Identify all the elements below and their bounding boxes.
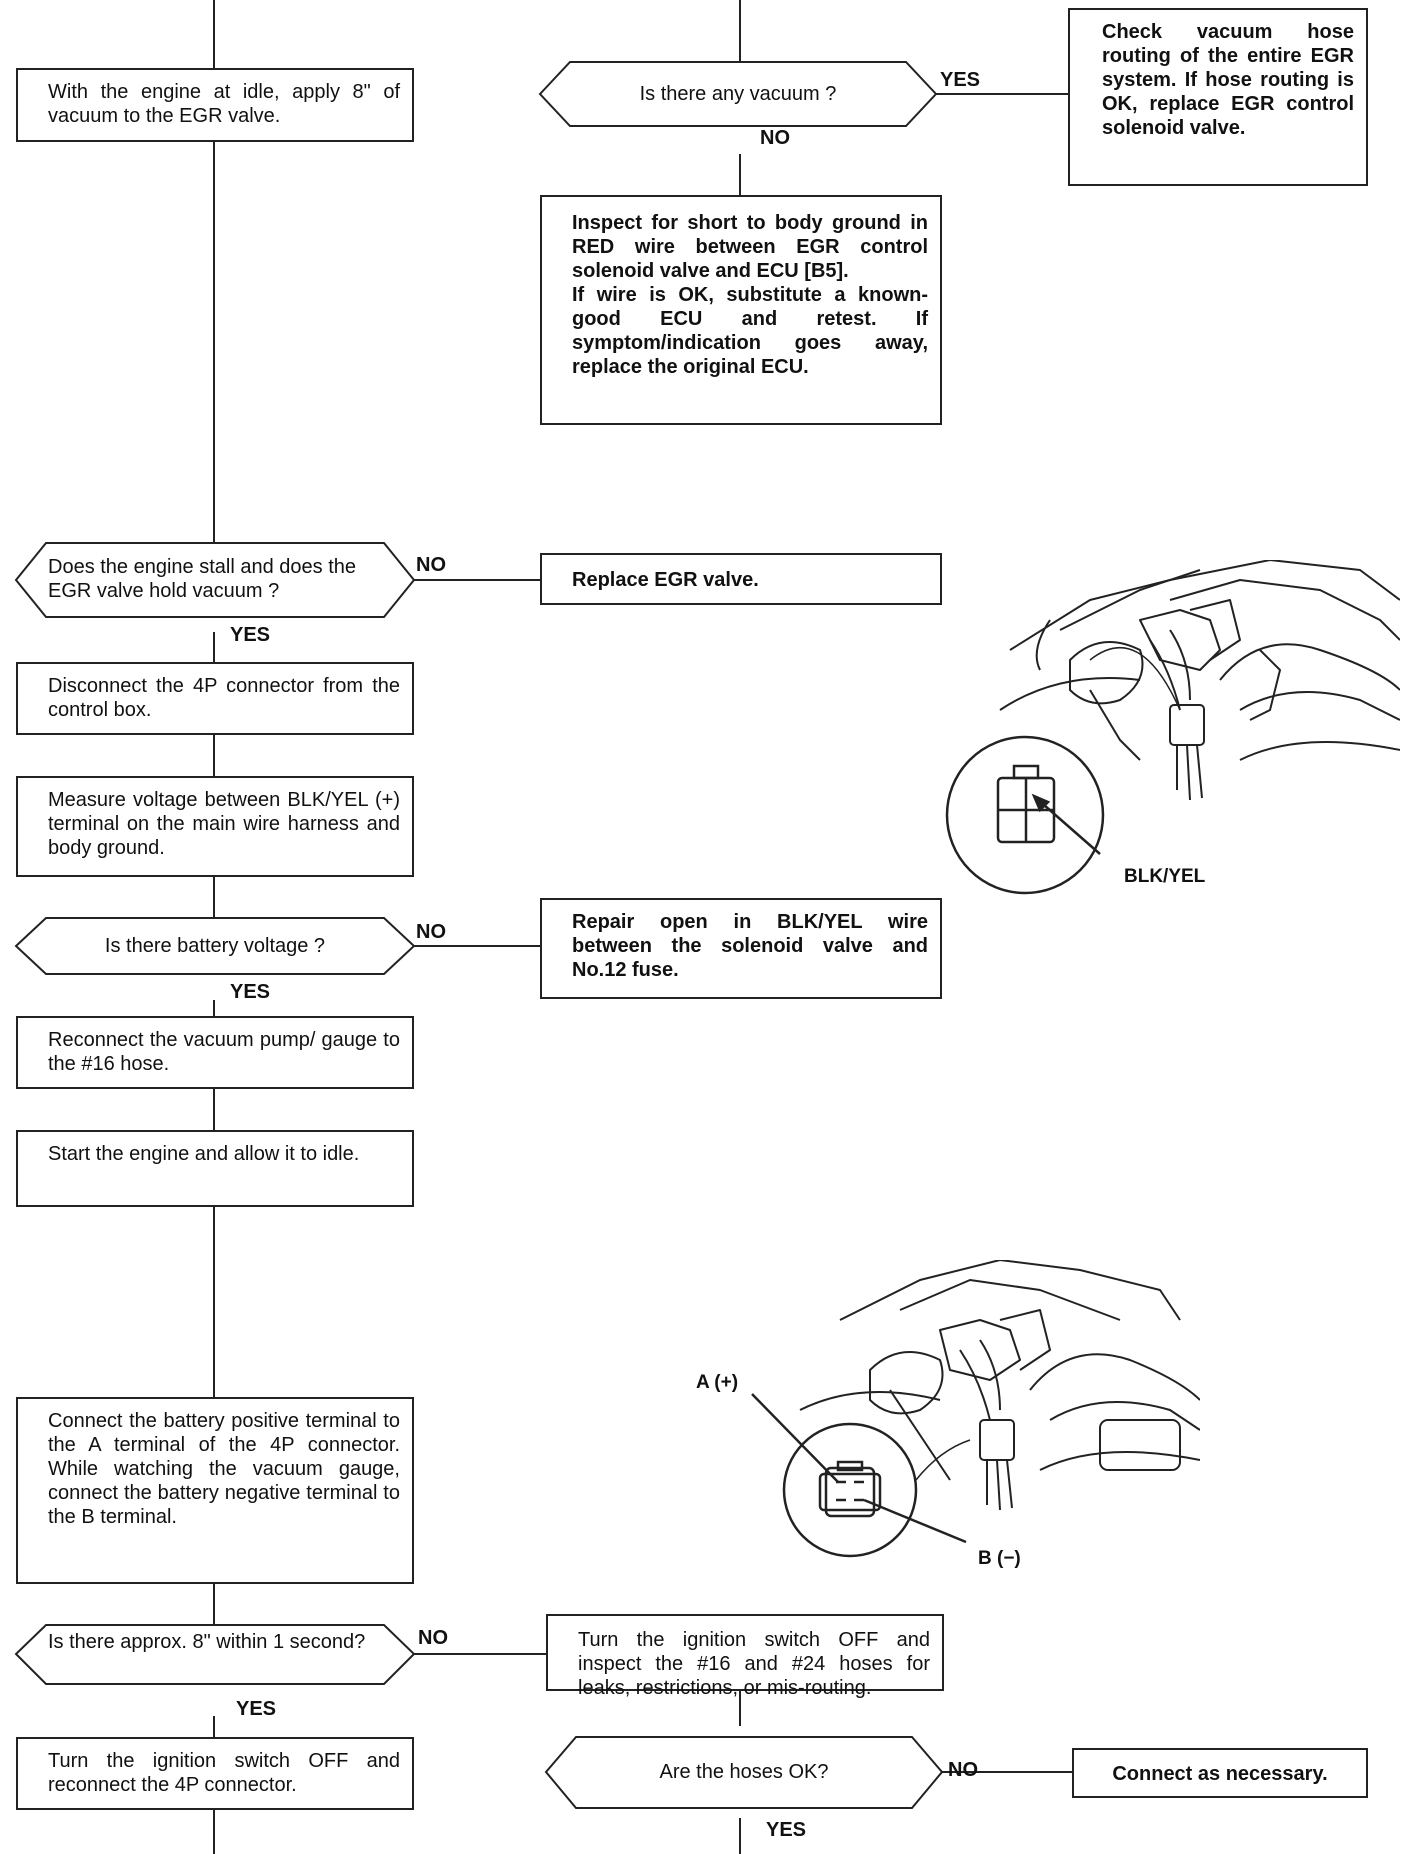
- repair-open-box: Repair open in BLK/YEL wire between the …: [540, 898, 942, 999]
- turn-off-inspect-box: Turn the ignition switch OFF and inspect…: [546, 1614, 944, 1699]
- decision-any-vacuum: Is there any vacuum ?: [639, 83, 837, 105]
- decision-stall-hold: Does the engine stall and does the EGR v…: [48, 556, 356, 602]
- reconnect-pump-box: Reconnect the vacuum pump/ gauge to the …: [16, 1016, 414, 1089]
- yes-label-any-vacuum: YES: [940, 69, 981, 91]
- no-label-battery-voltage: NO: [416, 921, 446, 943]
- turn-off-reconnect-box: Turn the ignition switch OFF and reconne…: [16, 1737, 414, 1810]
- check-routing-box: Check vacuum hose routing of the entire …: [1068, 8, 1368, 186]
- measure-voltage-box: Measure voltage between BLK/YEL (+) term…: [16, 776, 414, 877]
- no-label-hoses-ok: NO: [948, 1759, 978, 1781]
- yes-label-stall-hold: YES: [230, 624, 271, 646]
- no-label-stall-hold: NO: [416, 554, 446, 576]
- no-label-any-vacuum: NO: [760, 127, 790, 149]
- start-engine-box: Start the engine and allow it to idle.: [16, 1130, 414, 1207]
- no-label-approx-8: NO: [418, 1627, 448, 1649]
- blk-yel-label: BLK/YEL: [1124, 866, 1206, 887]
- disconnect-4p-box: Disconnect the 4P connector from the con…: [16, 662, 414, 735]
- inspect-short-box: Inspect for short to body ground in RED …: [540, 195, 942, 425]
- decision-approx-8: Is there approx. 8" within 1 second?: [48, 1631, 366, 1653]
- apply-vacuum-box: With the engine at idle, apply 8" of vac…: [16, 68, 414, 142]
- yes-label-approx-8: YES: [236, 1698, 277, 1720]
- connect-battery-box: Connect the battery positive terminal to…: [16, 1397, 414, 1584]
- connect-as-necessary-box: Connect as necessary.: [1072, 1748, 1368, 1798]
- decision-battery-voltage: Is there battery voltage ?: [104, 935, 326, 957]
- a-plus-label: A (+): [696, 1372, 739, 1393]
- b-minus-label: B (−): [978, 1548, 1021, 1569]
- replace-egr-box: Replace EGR valve.: [540, 553, 942, 605]
- yes-label-battery-voltage: YES: [230, 981, 271, 1003]
- connector-illustration-blk-yel: [945, 560, 1400, 895]
- decision-hoses-ok: Are the hoses OK?: [659, 1761, 829, 1783]
- connector-illustration-ab-terminals: [751, 1260, 1200, 1558]
- yes-label-hoses-ok: YES: [766, 1819, 807, 1841]
